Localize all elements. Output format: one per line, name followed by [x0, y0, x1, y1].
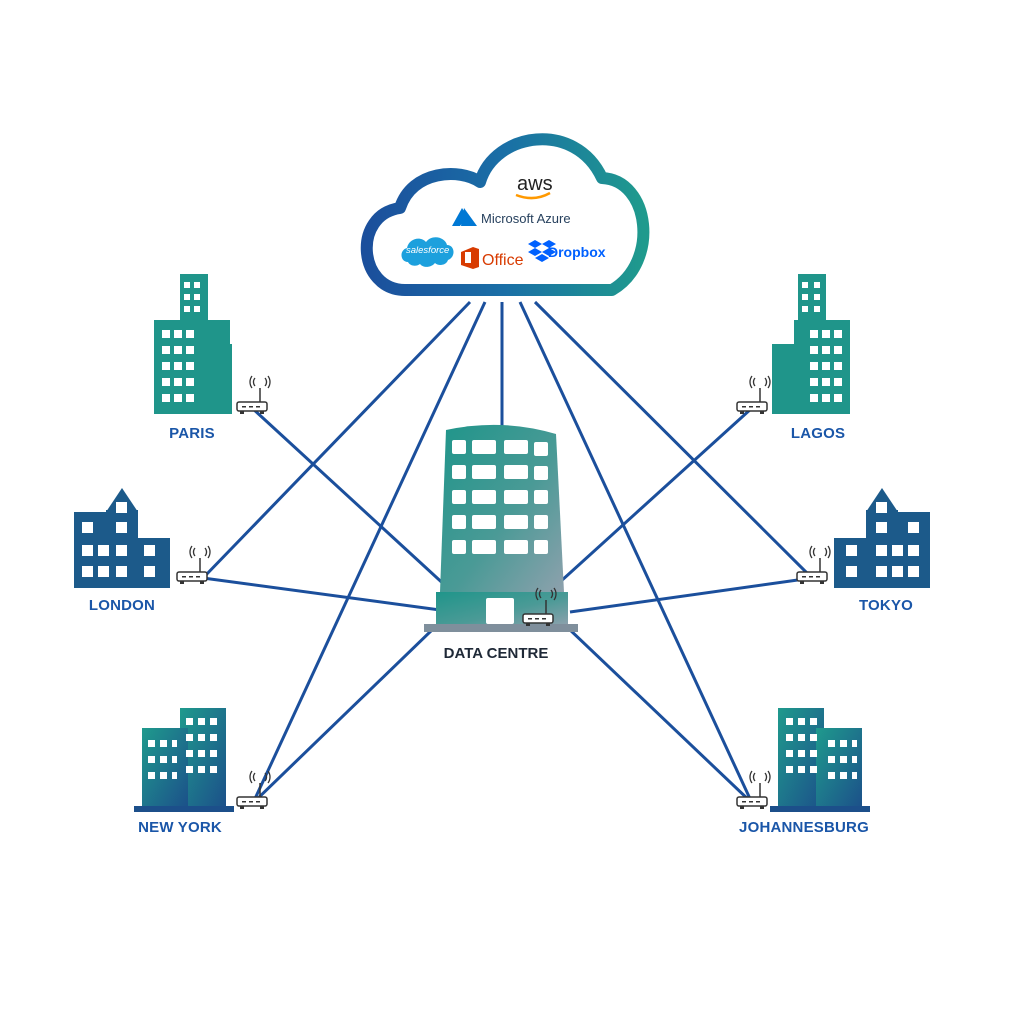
- london-building-icon: [74, 488, 170, 588]
- site-london: LONDON: [74, 488, 211, 614]
- azure-icon: [452, 208, 477, 226]
- dropbox-icon: [528, 240, 556, 262]
- tokyo-building-icon: [834, 488, 930, 588]
- office-logo: Office: [461, 247, 524, 269]
- connection-links: [201, 300, 814, 805]
- johannesburg-label: JOHANNESBURG: [739, 819, 869, 836]
- link-cloud-newyork: [251, 301, 487, 804]
- svg-text:salesforce: salesforce: [406, 245, 449, 256]
- data-centre-building-icon: [440, 424, 564, 592]
- site-lagos: LAGOS: [736, 274, 850, 442]
- data-centre-label: DATA CENTRE: [444, 645, 549, 662]
- link-newyork-datacentre: [251, 628, 434, 805]
- paris-router-icon: [236, 375, 271, 415]
- link-johannesburg-datacentre: [566, 626, 754, 805]
- dropbox-logo: Dropbox: [528, 240, 606, 262]
- paris-label: PARIS: [169, 425, 215, 442]
- site-new-york: NEW YORK: [134, 708, 271, 836]
- johannesburg-building-icon: [770, 708, 870, 812]
- salesforce-logo: salesforce: [401, 237, 454, 267]
- link-tokyo-datacentre: [569, 576, 813, 614]
- site-paris: PARIS: [154, 274, 271, 442]
- site-tokyo: TOKYO: [796, 488, 930, 614]
- london-router-icon: [176, 545, 211, 585]
- link-cloud-london: [201, 300, 472, 580]
- link-cloud-tokyo: [533, 300, 814, 580]
- lagos-router-icon: [736, 375, 771, 415]
- tokyo-router-icon: [796, 545, 831, 585]
- link-lagos-datacentre: [558, 406, 754, 584]
- link-london-datacentre: [202, 576, 441, 612]
- cloud-services: aws Microsoft Azure salesforce Office Dr…: [360, 133, 650, 296]
- london-label: LONDON: [89, 597, 155, 614]
- svg-text:Dropbox: Dropbox: [548, 244, 606, 260]
- paris-building-icon: [154, 274, 232, 414]
- site-johannesburg: JOHANNESBURG: [736, 708, 870, 836]
- new-york-label: NEW YORK: [138, 819, 222, 836]
- data-centre: DATA CENTRE: [424, 424, 578, 662]
- svg-text:Office: Office: [482, 252, 524, 269]
- new-york-building-icon: [134, 708, 234, 812]
- link-paris-datacentre: [250, 406, 450, 590]
- aws-smile-icon: [515, 191, 551, 200]
- lagos-label: LAGOS: [791, 425, 845, 442]
- tokyo-label: TOKYO: [859, 597, 913, 614]
- link-cloud-johannesburg: [518, 301, 754, 804]
- johannesburg-router-icon: [736, 770, 771, 810]
- lagos-building-icon: [772, 274, 850, 414]
- azure-logo: Microsoft Azure: [481, 211, 571, 226]
- aws-logo: aws: [517, 173, 553, 195]
